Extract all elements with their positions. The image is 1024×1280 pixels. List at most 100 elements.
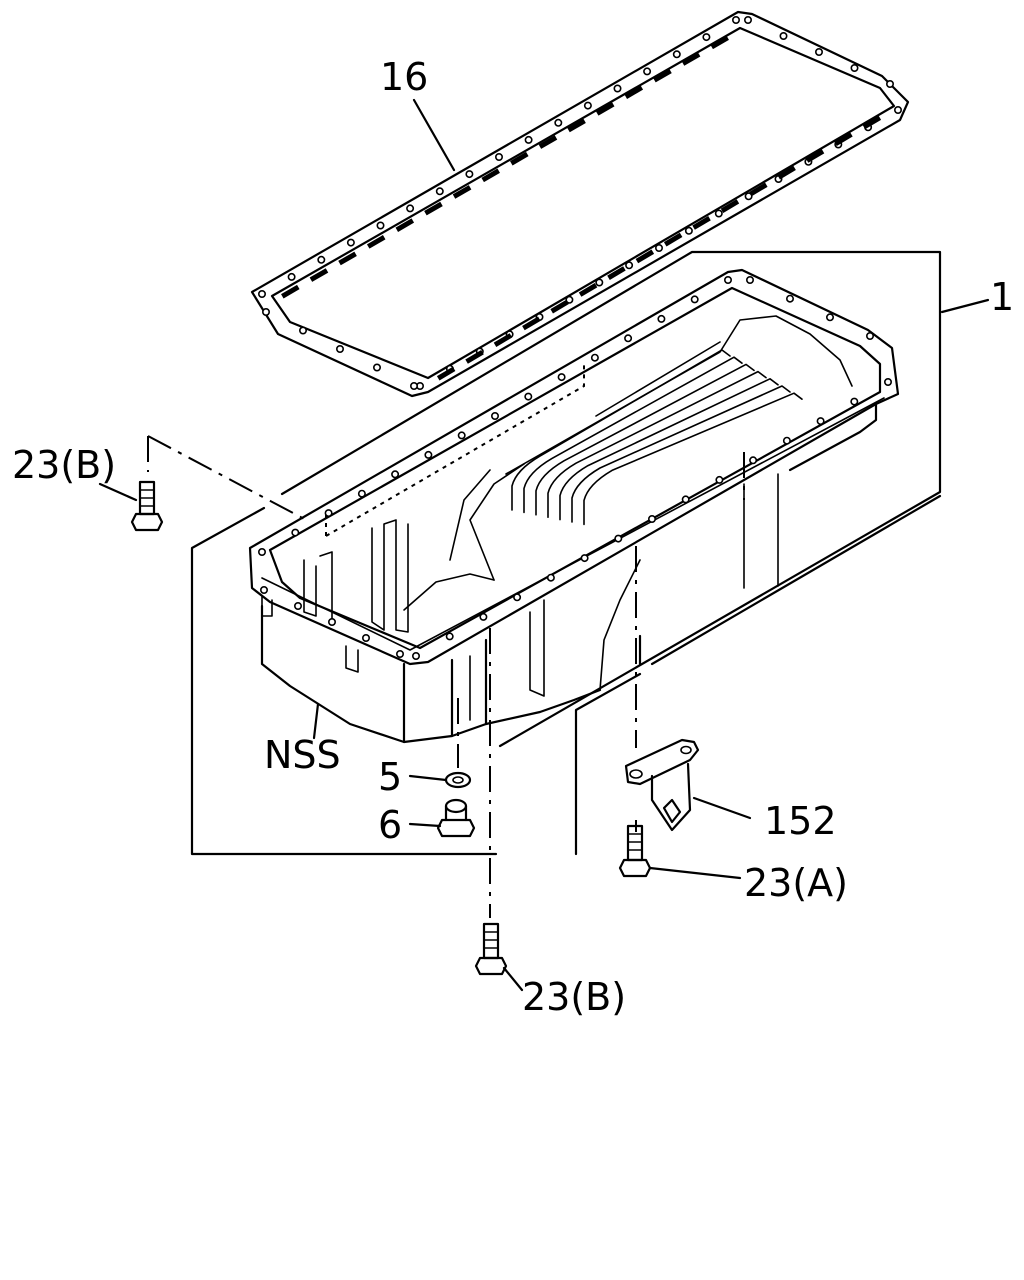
gasket-bolt-hole (346, 238, 355, 247)
oil-pan (248, 268, 900, 744)
pan-flange-bolt-hole (816, 417, 825, 426)
pan-flange-bolt-hole (291, 528, 300, 537)
pan-flange-bolt-hole (850, 397, 859, 406)
gasket-bolt-hole (554, 118, 563, 127)
label-bracket-152: 152 (764, 799, 837, 843)
gasket-bead (522, 316, 541, 331)
pan-flange-bolt-hole (490, 411, 499, 420)
pan-flange-bolt-hole (546, 573, 555, 582)
pan-flange-bolt-hole (785, 294, 794, 303)
pan-flange-bolt-hole (293, 601, 302, 610)
bolt-23b-left (130, 480, 164, 532)
pan-flange-bolt-hole (715, 475, 724, 484)
pan-flange-bolt-hole (445, 632, 454, 641)
gasket-bead (481, 168, 500, 183)
gasket-bolt-hole (409, 381, 418, 390)
pan-flange-bolt-hole (479, 612, 488, 621)
label-washer-5: 5 (378, 755, 402, 799)
pan-flange-bolt-hole (624, 334, 633, 343)
gasket-bolt-hole (317, 255, 326, 264)
pan-flange-bolt-hole (557, 373, 566, 382)
gasket-bolt-hole (744, 192, 753, 201)
bracket-152 (624, 738, 700, 832)
gasket-bead (510, 151, 529, 166)
gasket-bead (493, 333, 513, 347)
pan-flange-bolt-hole (324, 509, 333, 518)
oil-pan-baffle-rib (559, 378, 779, 521)
pan-flange-bolt-hole (259, 585, 268, 594)
pan-flange-bolt-hole (745, 275, 754, 284)
pan-flange-bolt-hole (590, 353, 599, 362)
gasket-bead (578, 283, 598, 297)
gasket-bead (692, 216, 711, 230)
gasket-bead (452, 185, 472, 199)
gasket-bead (395, 218, 415, 232)
pan-flange-bolt-hole (513, 593, 522, 602)
pan-flange-bolt-hole (782, 436, 791, 445)
oil-pan-baffle-rib (511, 349, 731, 511)
leader-lines (98, 98, 990, 992)
oil-pan-baffle-rib (583, 392, 803, 526)
pan-flange-bolt-hole (357, 489, 366, 498)
gasket-bead (720, 199, 740, 213)
pan-flange-bolt-hole (657, 314, 666, 323)
washer-5 (444, 771, 472, 789)
drain-plug-6 (436, 798, 476, 838)
label-bolt-23b-bottom: 23(B) (522, 975, 626, 1019)
gasket-bolt-hole (743, 15, 752, 24)
label-oil-pan-1: 1 (990, 275, 1014, 319)
gasket-bolt-hole (684, 226, 693, 235)
oil-pan-baffle-rib (547, 370, 767, 518)
gasket-bead (834, 132, 853, 146)
gasket-bead (635, 249, 655, 264)
gasket-bolt-hole (714, 209, 723, 218)
label-drain-plug-6: 6 (378, 803, 402, 847)
pan-flange-bolt-hole (257, 547, 266, 556)
gasket-bolt-hole (583, 101, 592, 110)
label-bolt-23a: 23(A) (744, 861, 848, 905)
gasket-bead (424, 201, 443, 216)
gasket-bolt-hole (731, 15, 740, 24)
gasket-bead (436, 366, 456, 381)
gasket-bead (710, 35, 729, 50)
label-nss: NSS (264, 733, 341, 777)
pan-flange-bolt-hole (424, 450, 433, 459)
reference-bracket (190, 250, 942, 856)
gasket-bolt-hole (261, 307, 270, 316)
gasket-bolt-hole (298, 326, 307, 335)
oil-pan-gasket (250, 10, 910, 398)
gasket-bolt-hole (654, 244, 663, 253)
oil-pan-baffle-rib (523, 356, 743, 514)
pan-flange-bolt-hole (457, 431, 466, 440)
gasket-bolt-hole (524, 135, 533, 144)
gasket-bolt-hole (702, 33, 711, 42)
gasket-bolt-hole (372, 363, 381, 372)
gasket-bead (862, 115, 882, 130)
gasket-bead (777, 165, 796, 180)
gasket-bolt-hole (494, 153, 503, 162)
gasket-bead (550, 299, 569, 314)
oil-pan-baffle-rib (535, 363, 755, 516)
pan-flange-bolt-hole (723, 275, 732, 284)
gasket-bead (653, 68, 672, 83)
gasket-bolt-hole (643, 67, 652, 76)
pan-flange-bolt-hole (825, 313, 834, 322)
gasket-bead (595, 102, 615, 116)
pan-flange-bolt-hole (580, 554, 589, 563)
gasket-bolt-hole (779, 31, 788, 40)
label-gasket-16: 16 (380, 55, 428, 99)
pan-flange-bolt-hole (327, 617, 336, 626)
gasket-bolt-hole (625, 261, 634, 270)
gasket-bead (607, 266, 626, 280)
gasket-bead (567, 118, 586, 133)
pan-flange-bolt-hole (681, 495, 690, 504)
gasket-bolt-hole (406, 204, 415, 213)
gasket-bead (338, 251, 357, 266)
bolt-23b-bottom (474, 922, 508, 976)
gasket-bolt-hole (814, 47, 823, 56)
gasket-bolt-hole (885, 80, 894, 89)
pan-flange-bolt-hole (391, 470, 400, 479)
pan-flange-bolt-hole (361, 633, 370, 642)
gasket-bead (366, 235, 386, 249)
